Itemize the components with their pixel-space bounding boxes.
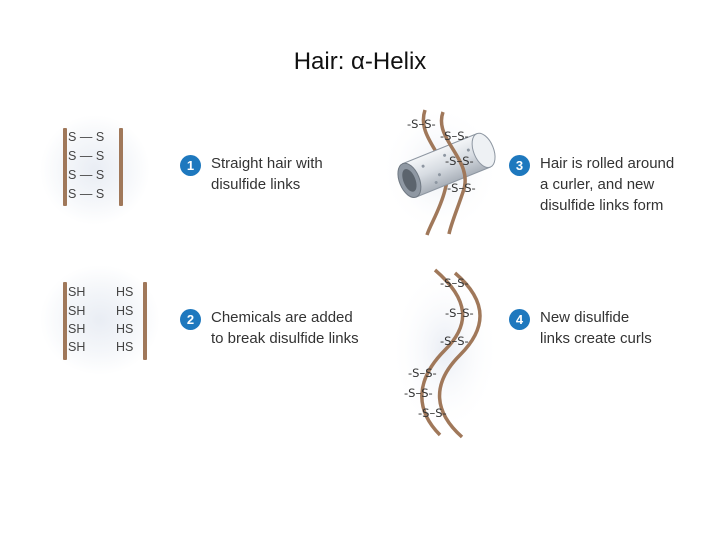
sulfur-left: S	[68, 187, 77, 201]
step-number-badge: 3	[509, 155, 530, 176]
thiol-left: SH	[68, 285, 86, 299]
panel2-right-strand	[143, 282, 147, 360]
bond-row: S — S	[68, 168, 104, 182]
thiol-right: HS	[116, 322, 134, 336]
sulfur-right: S	[95, 149, 105, 163]
step-1-caption: 1 Straight hair with disulfide links	[180, 153, 323, 195]
bond-row: S — S	[68, 130, 104, 144]
curler-label: -S–S-	[447, 181, 476, 195]
curl-strand-left	[420, 268, 465, 437]
curler-cylinder	[397, 132, 496, 198]
step-number-badge: 1	[180, 155, 201, 176]
thiol-left: SH	[68, 322, 86, 336]
step-text: Straight hair with disulfide links	[211, 155, 323, 193]
curls-illustration: -S–S- -S–S- -S–S- -S–S- -S–S- -S–S-	[390, 265, 500, 439]
curl-label: -S–S-	[418, 406, 447, 420]
panel1-right-strand	[119, 128, 123, 206]
thiol-row: SH HS	[68, 340, 140, 354]
step-3-caption: 3 Hair is rolled around a curler, and ne…	[509, 153, 674, 216]
curler-label: -S–S-	[407, 117, 436, 131]
panel1-left-strand	[63, 128, 67, 206]
thiol-row: SH HS	[68, 322, 140, 336]
hair-strand-front	[439, 111, 467, 235]
bond-dash: —	[79, 187, 93, 201]
thiol-right: HS	[116, 340, 134, 354]
thiol-right: HS	[116, 285, 134, 299]
sulfur-left: S	[68, 149, 77, 163]
curl-label: -S–S-	[445, 306, 474, 320]
step-number-badge: 2	[180, 309, 201, 330]
thiol-left: SH	[68, 340, 86, 354]
thiol-right: HS	[116, 304, 134, 318]
thiol-row: SH HS	[68, 304, 140, 318]
bond-row: S — S	[68, 187, 104, 201]
hair-strand-back	[421, 109, 449, 236]
curler-illustration: -S–S- -S–S- -S–S- -S–S-	[385, 105, 500, 236]
curl-label: -S–S-	[404, 386, 433, 400]
thiol-row: SH HS	[68, 285, 140, 299]
bond-row: S — S	[68, 149, 104, 163]
page-title: Hair: α-Helix	[293, 48, 427, 75]
step-number-badge: 4	[509, 309, 530, 330]
curl-label: -S–S-	[440, 334, 469, 348]
step-text: Chemicals are added to break disulfide l…	[211, 309, 359, 347]
step-text: New disulfide links create curls	[540, 309, 652, 347]
curl-label: -S–S-	[408, 366, 437, 380]
sulfur-left: S	[68, 130, 77, 144]
sulfur-right: S	[95, 187, 105, 201]
sulfur-left: S	[68, 168, 77, 182]
panel2-left-strand	[63, 282, 67, 360]
sulfur-right: S	[95, 168, 105, 182]
step-4-caption: 4 New disulfide links create curls	[509, 307, 652, 349]
curler-label: -S–S-	[445, 154, 474, 168]
bond-dash: —	[79, 168, 93, 182]
curl-strand-right	[437, 271, 482, 439]
bond-dash: —	[79, 149, 93, 163]
step-text: Hair is rolled around a curler, and new …	[540, 155, 675, 214]
thiol-left: SH	[68, 304, 86, 318]
sulfur-right: S	[95, 130, 105, 144]
bond-dash: —	[79, 130, 93, 144]
panel1-glow	[40, 115, 150, 225]
curler-label: -S–S-	[440, 129, 469, 143]
panel2-glow	[40, 265, 160, 375]
step-2-caption: 2 Chemicals are added to break disulfide…	[180, 307, 359, 349]
curl-label: -S–S-	[440, 276, 469, 290]
